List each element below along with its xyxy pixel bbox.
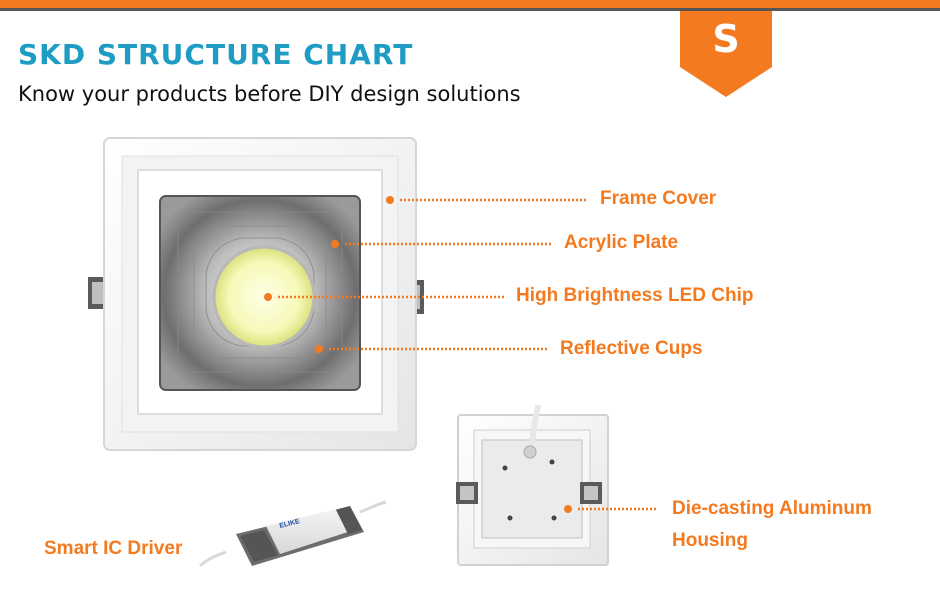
label-led-chip: High Brightness LED Chip [516,285,754,306]
driver-brand-text: ELIKE [279,518,301,530]
callout-reflective-cups [315,345,548,353]
label-acrylic-plate: Acrylic Plate [564,232,679,253]
section-badge-letter: S [712,17,740,61]
top-divider-bar [0,8,940,11]
page-title: SKD STRUCTURE CHART [18,38,414,71]
label-reflective-cups: Reflective Cups [560,338,703,359]
label-housing-line2: Housing [672,530,748,551]
section-badge [680,11,772,97]
page-subtitle: Know your products before DIY design sol… [18,82,521,106]
ic-driver-shape: ELIKE [198,500,387,568]
label-housing-line1: Die-casting Aluminum [672,498,872,519]
top-accent-bar [0,0,940,8]
callout-acrylic-plate [331,240,552,248]
callout-housing [564,505,656,513]
label-driver: Smart IC Driver [44,538,183,559]
callout-led-chip [264,293,504,301]
label-frame-cover: Frame Cover [600,188,717,209]
callout-frame-cover [386,196,588,204]
housing-back-view [456,404,609,566]
